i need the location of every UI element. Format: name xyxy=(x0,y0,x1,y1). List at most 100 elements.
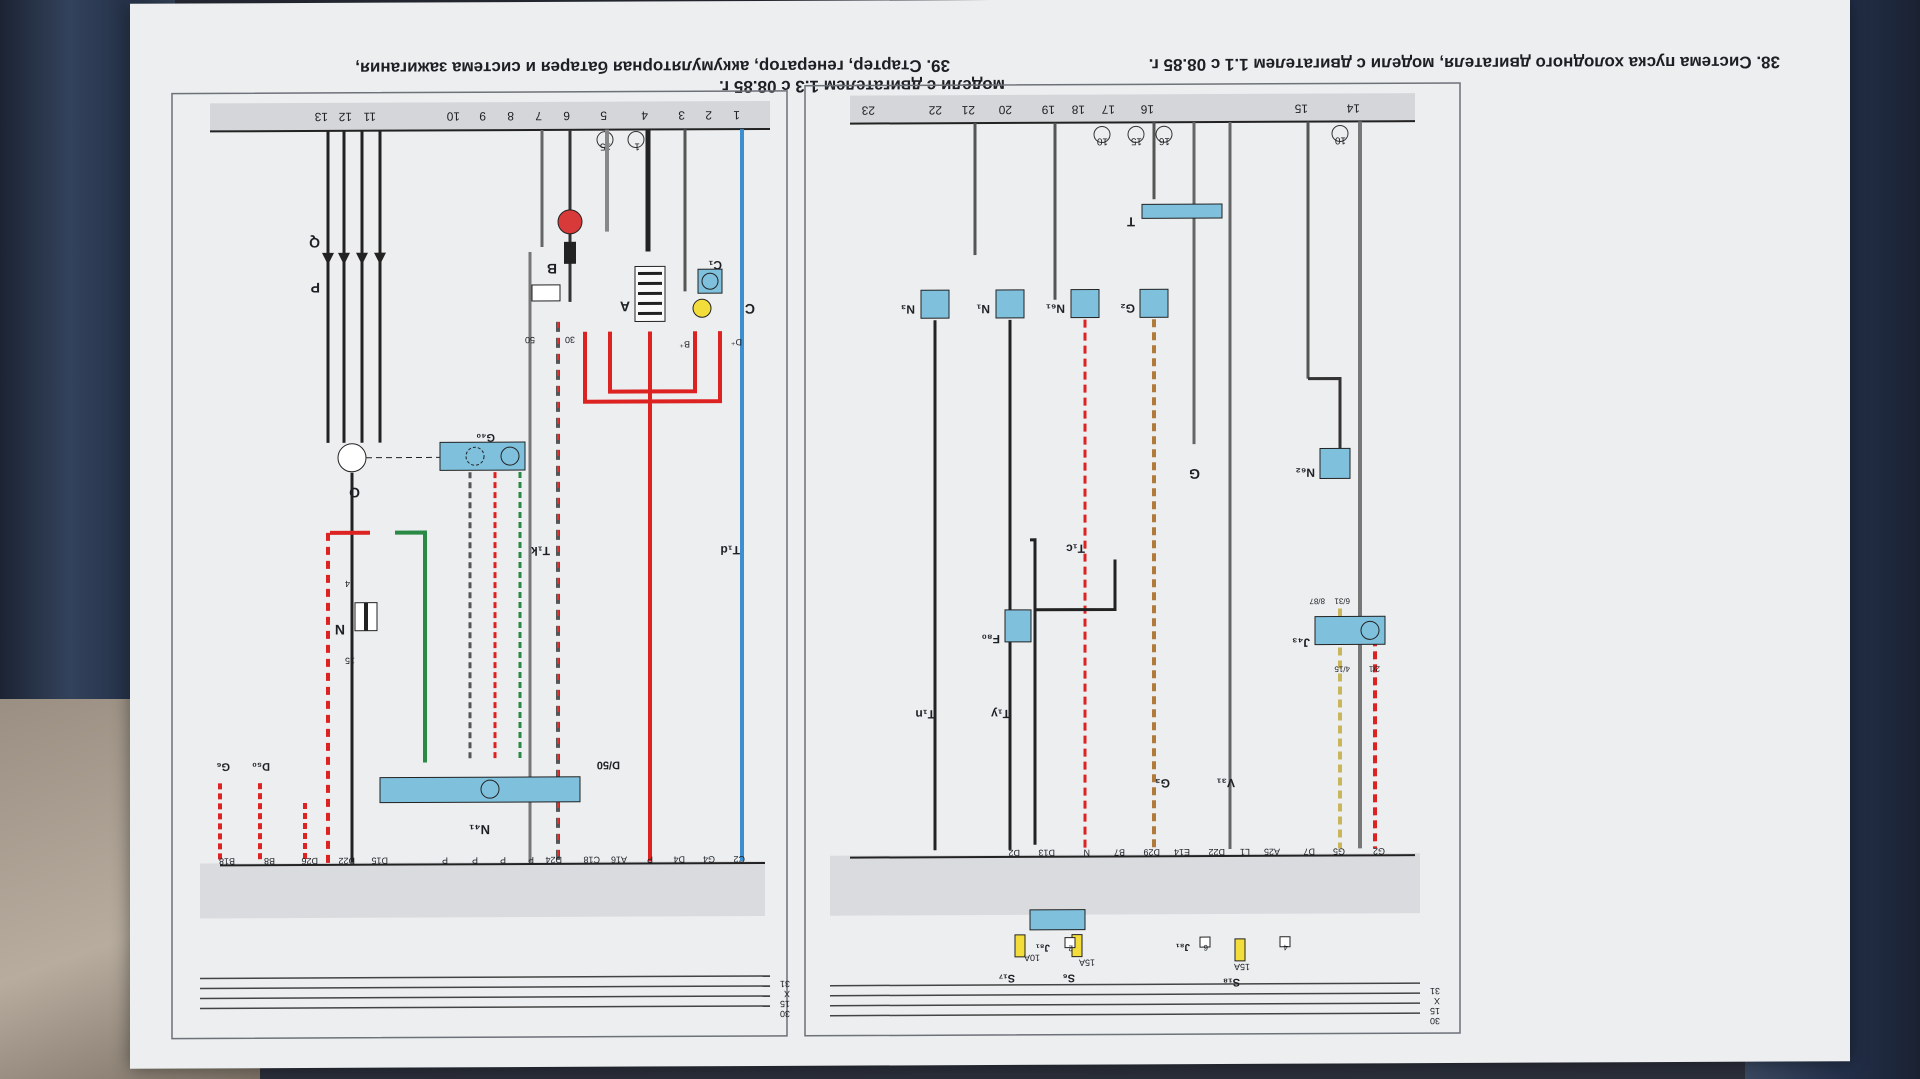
conn: P xyxy=(500,855,506,865)
label-t: T xyxy=(1127,214,1135,229)
fuse: 15A xyxy=(1234,962,1250,972)
fuse-num: 2 xyxy=(1068,944,1073,953)
conn: P xyxy=(472,855,478,865)
conn: G5 xyxy=(1333,846,1345,856)
label-s6: S₆ xyxy=(1063,972,1075,984)
conn: D24 xyxy=(545,855,562,865)
valve-n1: N₁ xyxy=(976,289,1025,319)
label-n61: N₆₁ xyxy=(1046,302,1065,316)
title-39: 39. Стартер, генератор, аккумуляторная б… xyxy=(355,56,1005,96)
generator-c: C₁ C D⁺ B⁺ xyxy=(679,258,755,349)
bus-numbers-39: 1 2 3 4 5 6 7 8 9 10 11 12 13 xyxy=(314,108,740,124)
title-39-line1: 39. Стартер, генератор, аккумуляторная б… xyxy=(355,56,950,78)
circled-ref: 15 xyxy=(1130,135,1142,146)
label-n3: N₃ xyxy=(901,302,915,316)
rail: 15 xyxy=(780,999,790,1009)
rail: 31 xyxy=(1430,986,1440,996)
circled-ref: 10 xyxy=(1334,134,1346,145)
book-page: 39. Стартер, генератор, аккумуляторная б… xyxy=(130,0,1850,1069)
label-g3: G₃ xyxy=(1155,776,1170,790)
conn: D7 xyxy=(1303,847,1315,857)
label-q: Q xyxy=(309,235,320,251)
bus-num: 6 xyxy=(563,109,570,123)
label-t1y: T₁y xyxy=(991,707,1010,721)
connectors-39-labels: D/50 G₆ D₅₀ T₁d T₁k xyxy=(216,543,740,772)
bus-num: 10 xyxy=(446,109,460,123)
circled-ref: 10 xyxy=(1096,135,1108,146)
label-d50: D/50 xyxy=(597,759,620,771)
power-rails-38 xyxy=(830,982,1420,1017)
label-t1c: T₁c xyxy=(1066,542,1085,556)
rail-labels-39: 30 15 X 31 xyxy=(780,979,790,1019)
label-t1k: T₁k xyxy=(531,544,550,558)
rail: X xyxy=(784,989,790,999)
bus-numbers-38: 14 15 16 17 18 19 20 21 22 23 xyxy=(861,101,1360,117)
connector-strip-38 xyxy=(830,853,1420,916)
conn: B8 xyxy=(264,856,275,866)
terminal-t: T xyxy=(1127,203,1223,229)
conn: B18 xyxy=(219,856,235,866)
bottom-connectors-39: C2 G4 D4 P A16 C18 D24 P P P P D15 D22 D… xyxy=(219,854,745,866)
label-j81: J₈₁ xyxy=(1036,942,1050,953)
fuse-relay-block-38: 10A 15A 15A S₁₇ S₆ S₁₈ J₈₁ J₈₁ 4 6 2 xyxy=(999,909,1291,988)
rail: 15 xyxy=(1430,1006,1440,1016)
conn: D22 xyxy=(1208,847,1225,857)
rail: X xyxy=(1434,996,1440,1006)
distributor-o: O xyxy=(337,443,440,501)
bus-num: 4 xyxy=(641,108,648,122)
conn: G4 xyxy=(703,854,715,864)
relay-j43: J₄₃ 2/1 4/15 6/31 8/87 xyxy=(1292,596,1386,673)
label-t1n: T₁n xyxy=(915,707,935,721)
label-30: 30 xyxy=(565,335,575,345)
label-s18: S₁₈ xyxy=(1223,976,1240,988)
label-g2: G₂ xyxy=(1120,301,1135,315)
conn: D29 xyxy=(1143,847,1160,857)
relay-pin: 4/15 xyxy=(1334,664,1350,673)
bus-num: 18 xyxy=(1071,103,1085,117)
conn: D26 xyxy=(301,856,318,866)
relay-pin: 6/31 xyxy=(1334,596,1350,605)
conn: G2 xyxy=(1373,846,1385,856)
title-38: 38. Система пуска холодного двигателя, м… xyxy=(1149,53,1780,75)
label-a: A xyxy=(620,299,630,315)
label-c: C xyxy=(745,301,755,317)
label-v31: V₃₁ xyxy=(1216,776,1235,790)
plug-leads xyxy=(326,130,382,443)
valve-n61: N₆₁ xyxy=(1046,289,1100,319)
power-rails-39 xyxy=(200,975,770,1010)
label-t1d: T₁d xyxy=(720,543,740,557)
rail: 31 xyxy=(780,979,790,989)
conn: D4 xyxy=(673,854,685,864)
bus-num: 16 xyxy=(1140,102,1154,116)
label-o: O xyxy=(349,485,360,501)
panel-38-frame xyxy=(804,82,1461,1037)
sensor-g2: G₂ xyxy=(1120,288,1169,318)
conn: B7 xyxy=(1114,847,1125,857)
label-j43: J₄₃ xyxy=(1292,636,1310,650)
circled-ref: 16 xyxy=(1158,135,1170,146)
bus-num: 2 xyxy=(705,108,712,122)
bus-num: 8 xyxy=(507,109,514,123)
conn: P xyxy=(647,854,653,864)
conn: D13 xyxy=(1038,848,1055,858)
label-n1: N₁ xyxy=(976,302,990,316)
label-g6: G₆ xyxy=(216,760,230,772)
panel-39-frame xyxy=(171,90,788,1040)
bus-num: 3 xyxy=(678,108,685,122)
label-50: 50 xyxy=(525,335,535,345)
bus-num: 5 xyxy=(600,109,607,123)
bus-num: 21 xyxy=(961,103,975,117)
bus-num: 13 xyxy=(314,110,328,124)
label-f80: F₈₀ xyxy=(982,632,1000,646)
conn: C2 xyxy=(733,854,745,864)
conn: C18 xyxy=(583,855,600,865)
rail-labels-38: 30 15 X 31 xyxy=(1430,986,1440,1026)
bus-num: 9 xyxy=(479,109,486,123)
title-38-line: 38. Система пуска холодного двигателя, м… xyxy=(1149,53,1780,75)
bus-bar-39 xyxy=(210,100,770,132)
conn: A25 xyxy=(1264,847,1280,857)
conn: P xyxy=(442,855,448,865)
bus-num: 20 xyxy=(998,103,1012,117)
label-d50b: D₅₀ xyxy=(252,760,270,772)
label-n41: N₄₁ xyxy=(469,822,490,837)
